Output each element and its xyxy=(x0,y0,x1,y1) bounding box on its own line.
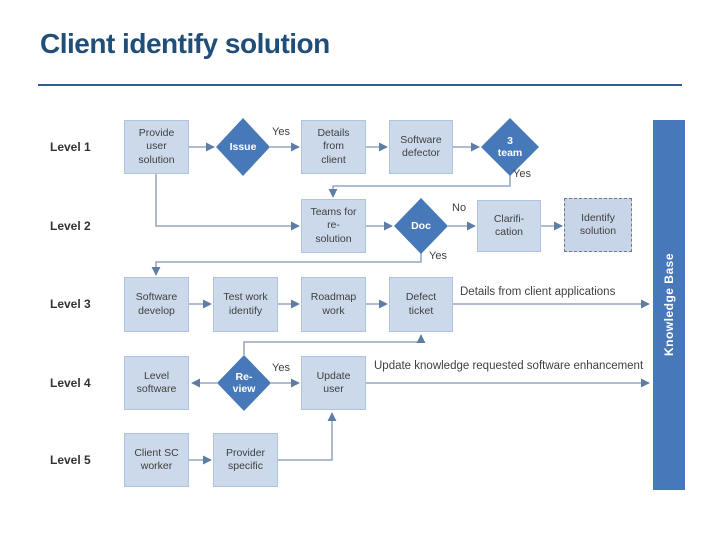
node-update-user: Update user xyxy=(301,356,366,410)
node-software-develop: Software develop xyxy=(124,277,189,332)
title-divider xyxy=(38,84,682,86)
issue-decision-label: Issue xyxy=(229,140,257,153)
level-5-label: Level 5 xyxy=(50,453,91,467)
annotation-update-to-kb: Update knowledge requested software enha… xyxy=(374,360,644,372)
node-teams-for-resolution: Teams for re- solution xyxy=(301,199,366,253)
node-client-sc-worker: Client SC worker xyxy=(124,433,189,487)
edge-label-doc-yes: Yes xyxy=(429,250,447,262)
edge-label-issue-yes: Yes xyxy=(272,126,290,138)
edge-label-team-yes: Yes xyxy=(513,168,531,180)
node-roadmap-work: Roadmap work xyxy=(301,277,366,332)
node-provide-user-solution: Provide user solution xyxy=(124,120,189,174)
node-software-defector: Software defector xyxy=(389,120,453,174)
node-provider-specific: Provider specific xyxy=(213,433,278,487)
three-team-decision-label: 3 team xyxy=(497,134,523,160)
level-1-label: Level 1 xyxy=(50,140,91,154)
knowledge-base-bar: Knowledge Base xyxy=(653,120,685,490)
edge-label-review-yes: Yes xyxy=(272,362,290,374)
node-clarification: Clarifi- cation xyxy=(477,200,541,252)
node-details-from-client: Details from client xyxy=(301,120,366,174)
node-defect-ticket: Defect ticket xyxy=(389,277,453,332)
node-test-work-identify: Test work identify xyxy=(213,277,278,332)
review-decision-label: Re- view xyxy=(232,370,256,396)
page-title: Client identify solution xyxy=(40,28,330,59)
knowledge-base-label: Knowledge Base xyxy=(662,253,676,357)
node-level-software: Level software xyxy=(124,356,189,410)
annotation-defect-to-kb: Details from client applications xyxy=(460,286,616,298)
doc-decision-label: Doc xyxy=(411,219,431,232)
level-3-label: Level 3 xyxy=(50,297,91,311)
level-4-label: Level 4 xyxy=(50,376,91,390)
node-identify-solution: Identify solution xyxy=(564,198,632,252)
level-2-label: Level 2 xyxy=(50,219,91,233)
edge-label-doc-no: No xyxy=(452,202,467,214)
